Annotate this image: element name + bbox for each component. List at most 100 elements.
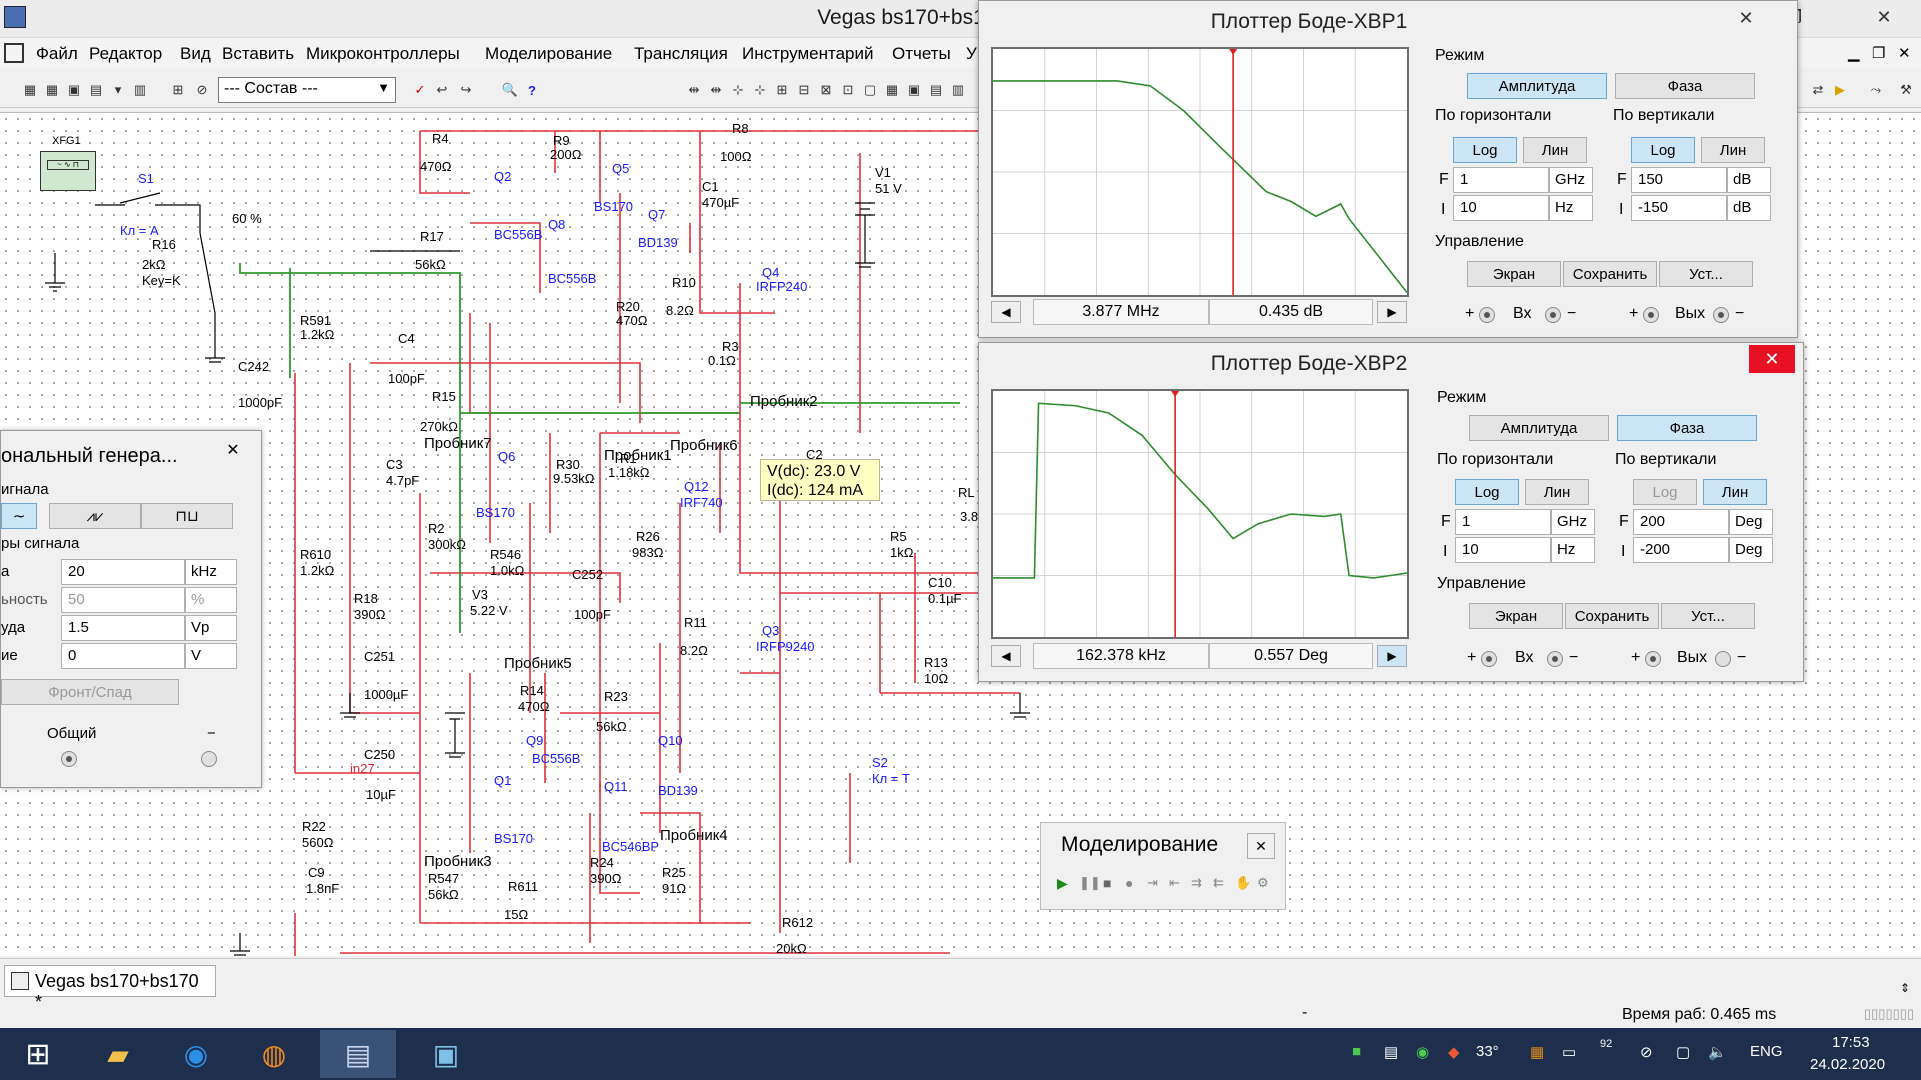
offset-input[interactable]: 0 <box>61 643 185 669</box>
step-icon-3[interactable]: ⇉ <box>1191 875 1202 890</box>
instrument-icon-5[interactable]: ⊞ <box>776 82 788 97</box>
help-icon[interactable]: ? <box>528 82 536 98</box>
plotter2-v-final-input[interactable]: 200 <box>1633 509 1729 535</box>
tray-app-icon-4[interactable]: ◆ <box>1448 1044 1460 1061</box>
plotter1-save-button[interactable]: Сохранить <box>1563 261 1657 287</box>
tray-app-icon-1[interactable]: ■ <box>1352 1043 1362 1060</box>
menu-microcontrollers[interactable]: Микроконтроллеры <box>306 44 460 63</box>
settings-icon[interactable]: ⚙ <box>1257 875 1269 890</box>
menu-transfer[interactable]: Трансляция <box>634 44 728 63</box>
hierarchy-icon[interactable]: ⊞ <box>172 82 184 97</box>
triangle-wave-button[interactable]: ⩘⩗ <box>49 503 141 529</box>
tray-app-icon-3[interactable]: ◉ <box>1416 1044 1430 1061</box>
instrument-icon-3[interactable]: ⊹ <box>732 82 744 97</box>
document-tab[interactable]: Vegas bs170+bs170 * <box>4 965 216 1012</box>
tray-app-icon-2[interactable]: ▤ <box>1384 1044 1399 1061</box>
run-icon[interactable]: ▶ <box>1057 875 1068 891</box>
plotter1-reverse-button[interactable]: Экран <box>1467 261 1561 287</box>
plotter2-cursor-handle[interactable] <box>1171 391 1180 397</box>
network-icon[interactable]: ⊘ <box>1640 1044 1653 1061</box>
back-annotate-icon[interactable]: ↩ <box>436 82 448 97</box>
clock-date[interactable]: 24.02.2020 <box>1810 1056 1886 1073</box>
bom-icon[interactable]: ▥ <box>133 82 147 97</box>
step-icon-4[interactable]: ⇇ <box>1213 875 1224 890</box>
plotter1-v-initial-unit[interactable]: dB <box>1727 195 1771 221</box>
probe-3[interactable]: Пробник3 <box>424 853 492 870</box>
probe-4[interactable]: Пробник4 <box>660 827 728 844</box>
square-wave-button[interactable]: ⊓⊔ <box>141 503 233 529</box>
plotter1-amplitude-button[interactable]: Амплитуда <box>1467 73 1607 99</box>
plotter2-v-final-unit[interactable]: Deg <box>1729 509 1773 535</box>
amplitude-unit[interactable]: Vp <box>185 615 237 641</box>
probe-6[interactable]: Пробник6 <box>670 437 738 454</box>
common-terminal[interactable] <box>61 751 77 767</box>
link-icon[interactable]: ⊘ <box>196 82 208 97</box>
explorer-taskbar-icon[interactable]: ▰ <box>107 1038 129 1070</box>
plotter1-v-log-button[interactable]: Log <box>1631 137 1695 163</box>
plotter1-cursor-right-button[interactable]: ▶ <box>1377 301 1407 323</box>
plotter1-cursor-handle[interactable] <box>1229 49 1238 55</box>
plotter2-reverse-button[interactable]: Экран <box>1469 603 1563 629</box>
plotter1-set-button[interactable]: Уст... <box>1659 261 1753 287</box>
probe-5[interactable]: Пробник5 <box>504 655 572 672</box>
plotter2-h-lin-button[interactable]: Лин <box>1525 479 1589 505</box>
doc-minimize-button[interactable]: ▁ <box>1848 45 1860 62</box>
duty-cycle-input[interactable]: 50 <box>61 587 185 613</box>
spreadsheet-icon[interactable]: ▣ <box>67 82 81 97</box>
menu-view[interactable]: Вид <box>180 44 211 63</box>
probe-2[interactable]: Пробник2 <box>750 393 818 410</box>
instrument-icon-14[interactable]: ⇄ <box>1812 82 1824 97</box>
forward-annotate-icon[interactable]: ↪ <box>460 82 472 97</box>
plotter2-phase-button[interactable]: Фаза <box>1617 415 1757 441</box>
close-window-button[interactable]: ✕ <box>1876 6 1892 27</box>
language-indicator[interactable]: ENG <box>1750 1043 1783 1060</box>
plotter1-v-lin-button[interactable]: Лин <box>1701 137 1765 163</box>
menu-edit[interactable]: Редактор <box>89 44 163 63</box>
menu-tools[interactable]: Инструментарий <box>742 44 874 63</box>
offset-unit[interactable]: V <box>185 643 237 669</box>
volume-icon[interactable]: 🔈 <box>1708 1044 1727 1061</box>
dropdown-icon[interactable]: ▾ <box>114 82 122 97</box>
plotter2-amplitude-button[interactable]: Амплитуда <box>1469 415 1609 441</box>
plotter2-close-button[interactable]: ✕ <box>1749 345 1795 373</box>
plotter1-h-log-button[interactable]: Log <box>1453 137 1517 163</box>
breakpoint-icon[interactable]: ● <box>1125 875 1134 891</box>
instrument-icon-4[interactable]: ⊹ <box>754 82 766 97</box>
plotter2-v-initial-unit[interactable]: Deg <box>1729 537 1773 563</box>
pause-icon[interactable]: ❚❚ <box>1079 875 1101 890</box>
multisim-taskbar-icon[interactable]: ▤ <box>320 1030 396 1078</box>
menu-reports[interactable]: Отчеты <box>892 44 951 63</box>
instrument-icon-12[interactable]: ▤ <box>929 82 943 97</box>
tray-app-icon-5[interactable]: ▦ <box>1530 1044 1545 1061</box>
probe-7[interactable]: Пробник7 <box>424 435 492 452</box>
plotter2-cursor-right-button[interactable]: ▶ <box>1377 645 1407 667</box>
frequency-input[interactable]: 20 <box>61 559 185 585</box>
plotter2-out-minus-terminal[interactable] <box>1715 651 1731 667</box>
frequency-unit[interactable]: kHz <box>185 559 237 585</box>
probe-tool-icon[interactable]: ✋ <box>1235 875 1252 890</box>
tray-app-icon-6[interactable]: ▭ <box>1562 1044 1577 1061</box>
tray-badge-count[interactable]: 92 <box>1600 1038 1613 1050</box>
instrument-icon-8[interactable]: ⊡ <box>842 82 854 97</box>
step-icon-2[interactable]: ⇤ <box>1169 875 1180 890</box>
plotter2-out-plus-terminal[interactable] <box>1645 651 1661 667</box>
probe-1[interactable]: Пробник1 <box>604 447 672 464</box>
start-button[interactable]: ⊞ <box>25 1037 51 1071</box>
plotter2-h-final-unit[interactable]: GHz <box>1551 509 1595 535</box>
plotter2-h-initial-input[interactable]: 10 <box>1455 537 1551 563</box>
step-icon-1[interactable]: ⇥ <box>1147 875 1158 890</box>
probe-icon[interactable]: ✓ <box>414 82 426 97</box>
browser-taskbar-icon[interactable]: ◉ <box>183 1038 209 1070</box>
photo-viewer-taskbar-icon[interactable]: ▣ <box>432 1038 460 1070</box>
doc-close-button[interactable]: ✕ <box>1898 45 1911 62</box>
instrument-icon-10[interactable]: ▦ <box>885 82 899 97</box>
plotter1-in-plus-terminal[interactable] <box>1479 307 1495 323</box>
plotter2-graph[interactable] <box>991 389 1409 639</box>
menu-insert[interactable]: Вставить <box>222 44 295 63</box>
instrument-icon-2[interactable]: ⇹ <box>710 82 722 97</box>
plotter1-out-plus-terminal[interactable] <box>1643 307 1659 323</box>
xfg1-symbol[interactable]: ~ ∿ ⊓ <box>40 151 96 191</box>
uc-browser-taskbar-icon[interactable]: ◍ <box>261 1038 287 1070</box>
plotter2-in-minus-terminal[interactable] <box>1547 651 1563 667</box>
table-icon[interactable]: ▦ <box>45 82 59 97</box>
